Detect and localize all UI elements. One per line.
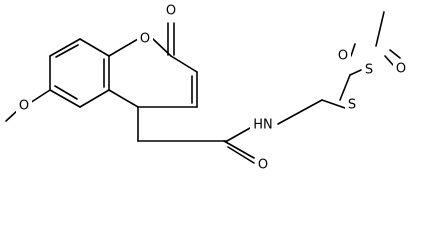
bond [79,38,110,57]
bond [54,85,78,100]
amide-oxygen-label: O [258,158,268,173]
thio-sulfur-label: S [348,98,356,113]
bond [170,55,198,73]
bond [389,49,401,59]
bond [339,74,351,101]
bond [349,69,362,76]
bond [79,89,110,108]
bond [350,43,356,57]
bond [108,38,139,57]
bond [223,140,255,159]
sulfonyl-oxygen-right-label: O [396,62,406,77]
bond [375,11,385,47]
bond [384,55,394,66]
bond [277,99,323,125]
bond [227,146,255,164]
bond-lines [5,11,401,164]
molecule-diagram: O O O O HN S S O O [5,3,409,173]
bond [55,44,79,58]
bond [49,89,81,108]
sulfonyl-oxygen-left-label: O [338,49,348,64]
sulfonyl-sulfur-label: S [365,63,373,78]
methoxy-oxygen-label: O [19,99,29,114]
bond [226,127,251,142]
bond [49,38,81,57]
bond [321,99,346,109]
atom-labels: O O O O HN S S O O [16,3,409,173]
bond [108,89,139,108]
bond [29,89,51,104]
lactone-carbonyl-oxygen-label: O [166,4,176,19]
ring-oxygen-label: O [140,32,150,47]
amide-nh-label: HN [253,118,273,133]
